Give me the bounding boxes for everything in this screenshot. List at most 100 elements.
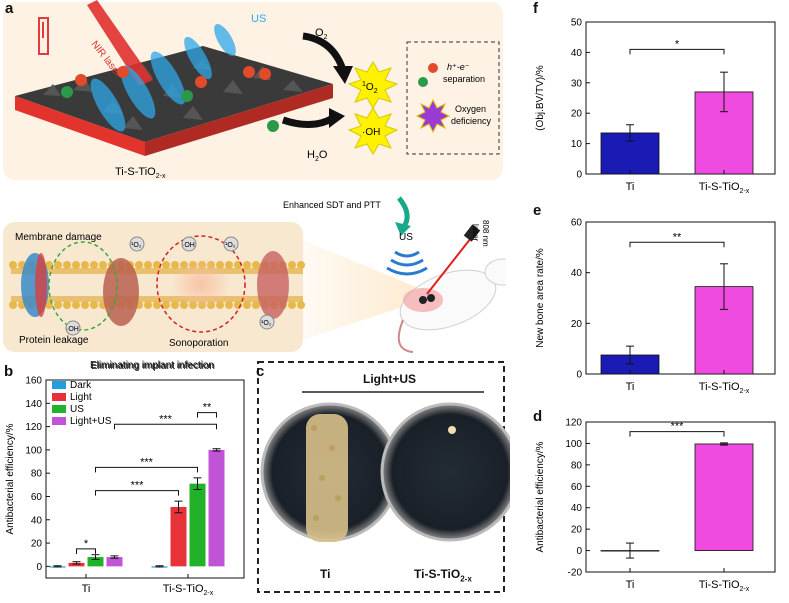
lipid-head: [63, 261, 71, 269]
legend-label: Light: [70, 392, 92, 403]
y-tick-label: 0: [36, 562, 42, 573]
lipid-head: [162, 261, 170, 269]
lipid-head: [99, 261, 107, 269]
lipid-head: [252, 301, 260, 309]
bar-b-3-1: [208, 449, 225, 567]
y-tick-label: 0: [576, 170, 582, 181]
y-tick-label: 20: [31, 539, 43, 550]
plot-frame: [585, 421, 776, 573]
y-tick-label: 60: [31, 492, 43, 503]
bar-b-2-0: [87, 557, 104, 567]
significance-label: ***: [159, 413, 173, 425]
arrow-o2: [302, 32, 347, 72]
lipid-head: [243, 261, 251, 269]
laser-beam-808: [426, 237, 472, 295]
membrane-background: [3, 222, 303, 352]
bar-b-1-1: [170, 506, 187, 567]
lipid-head: [288, 261, 296, 269]
y-axis-label: New bone area rate/%: [535, 248, 546, 348]
y-tick-label: 40: [571, 503, 583, 514]
oxygen-deficiency-icon: [415, 98, 451, 134]
y-tick-label: 20: [571, 109, 583, 120]
bar-d-1: [694, 443, 754, 551]
y-axis-label: Antibacterial efficiency/%: [535, 441, 546, 552]
lipid-head: [171, 261, 179, 269]
lipid-head: [72, 301, 80, 309]
y-tick-label: 100: [25, 445, 42, 456]
colony-texture: [311, 425, 341, 521]
significance-bracket: [629, 431, 725, 437]
y-tick-label: 40: [31, 515, 43, 526]
electron-icon: [418, 77, 428, 87]
hydroxyl-label: ·OH: [362, 127, 380, 138]
panel-label-d: d: [533, 408, 543, 425]
y-tick-label: 160: [25, 376, 42, 387]
y-tick-label: 140: [25, 399, 42, 410]
membrane-damage-label: Membrane damage: [15, 232, 102, 243]
lipid-head: [63, 301, 71, 309]
protein-leakage-circle: [48, 241, 118, 331]
significance-label: ***: [131, 480, 145, 492]
panel-label-e: e: [533, 202, 542, 219]
petri-dish-photo: [257, 361, 520, 593]
legend-separation-2: separation: [443, 74, 485, 84]
panel-label-b: b: [4, 363, 14, 380]
significance-label: *: [675, 38, 680, 50]
y-tick-label: 120: [25, 422, 42, 433]
panel-a: NIR laser US O2 H2O 1O2 ·OH Ti-S-TiO2-: [3, 0, 522, 372]
lipid-head: [45, 261, 53, 269]
y-tick-label: 60: [571, 482, 583, 493]
y-tick-label: 20: [571, 525, 583, 536]
lipid-head: [288, 301, 296, 309]
plot-frame: [45, 379, 245, 579]
x-tick-label: Ti-S-TiO2-x: [699, 181, 750, 195]
panel-label-f: f: [533, 0, 538, 17]
lipid-head: [9, 261, 17, 269]
lipid-head: [153, 301, 161, 309]
lipid-head: [297, 261, 305, 269]
legend-label: Dark: [70, 380, 92, 391]
us-label-2: US: [399, 232, 413, 243]
legend-separation-1: h⁺-e⁻: [447, 62, 470, 72]
y-tick-label: 40: [571, 48, 583, 59]
significance-label: ***: [140, 456, 154, 468]
x-tick-label: Ti: [626, 579, 635, 591]
laser-808-label-2: laser: [471, 224, 480, 242]
material-label: Ti-S-TiO2-x: [115, 166, 166, 180]
svg-text:·OH: ·OH: [66, 326, 79, 333]
ultrasound-waves-icon: [90, 24, 236, 132]
significance-bracket: [76, 548, 96, 554]
lipid-head: [144, 261, 152, 269]
y-tick-label: 60: [571, 218, 583, 229]
y-tick-label: 0: [576, 546, 582, 557]
y-tick-label: 10: [571, 139, 583, 150]
legend-swatch: [52, 381, 66, 389]
singlet-oxygen-label: 1O2: [362, 81, 378, 95]
surface-edge-right: [145, 84, 333, 156]
eliminating-infection-label: Eliminating implant infection: [91, 361, 215, 372]
svg-text:¹O₂: ¹O₂: [261, 320, 272, 327]
y-tick-label: 0: [576, 370, 582, 381]
x-tick-label: Ti: [626, 181, 635, 193]
petri-dish-ti-s-tio2: [380, 402, 520, 542]
y-tick-label: -20: [568, 568, 583, 579]
electron-hole-pairs: [61, 66, 279, 132]
panel-label-c: c: [256, 363, 265, 380]
y-tick-label: 40: [571, 268, 583, 279]
legend-swatch: [52, 405, 66, 413]
radical-markers: ¹O₂ ·OH ¹O₂ ·OH ¹O₂: [65, 236, 275, 336]
significance-label: **: [203, 402, 212, 414]
hole-icon: [428, 63, 438, 73]
lipid-head: [297, 301, 305, 309]
bar-b-1-0: [68, 562, 85, 567]
legend-oxygen-2: deficiency: [451, 116, 492, 126]
laser-808-label-1: 808 nm: [481, 220, 490, 247]
ultrasound-emitter-icon: [386, 250, 428, 276]
lipid-head: [90, 261, 98, 269]
panel-c: Light+US Ti Ti-S-TiO2-x: [252, 358, 520, 598]
lipid-head: [9, 301, 17, 309]
lipid-head: [135, 261, 143, 269]
lipid-head: [171, 301, 179, 309]
significance-label: **: [673, 231, 682, 243]
